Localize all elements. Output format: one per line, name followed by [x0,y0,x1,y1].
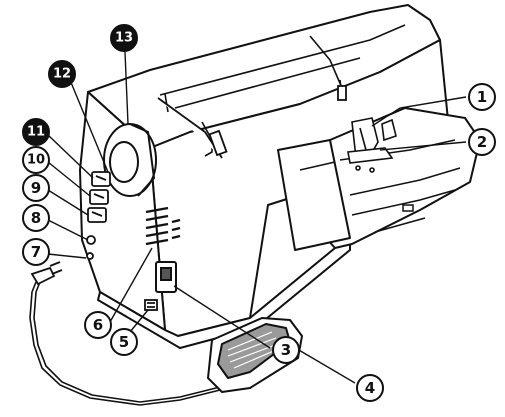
power-socket [144,299,158,311]
svg-text:10: 10 [27,153,45,168]
callout-5: 5 [110,328,138,356]
leader-4 [291,345,356,384]
leader-12 [69,79,109,173]
svg-text:2: 2 [477,133,487,151]
callout-6: 6 [84,311,112,339]
leader-10 [47,161,91,197]
callout-4: 4 [356,374,384,402]
handwheel [103,123,157,197]
svg-text:6: 6 [93,316,103,334]
pedal-ridges [227,331,279,369]
side-controls [86,171,111,260]
svg-text:11: 11 [27,125,45,140]
foot-controller-cord [29,281,221,406]
foot-controller-plug [30,261,63,286]
leader-6 [109,247,153,323]
leader-9 [47,189,89,216]
svg-text:1: 1 [477,88,487,106]
callout-7: 7 [22,238,50,266]
leader-11 [47,134,94,179]
callout-12: 12 [48,60,76,88]
foot-controller-pedal [217,323,291,379]
leader-13 [124,51,129,125]
presser-foot-assembly [347,117,397,173]
callout-11: 11 [22,118,50,146]
callout-3: 3 [272,336,300,364]
accessory-drawer [277,139,351,251]
svg-text:7: 7 [31,243,41,261]
leader-1 [371,96,467,127]
power-switch [155,261,177,293]
leader-8 [47,219,89,241]
leader-5 [129,309,149,333]
foot-controller [207,317,303,393]
svg-text:13: 13 [115,31,133,46]
svg-text:5: 5 [119,333,129,351]
leader-3 [173,285,271,349]
svg-text:3: 3 [281,341,291,359]
sewing-area [277,107,481,251]
callout-1: 1 [468,83,496,111]
top-handle [157,85,347,159]
callout-2: 2 [468,128,496,156]
leader-7 [47,253,87,259]
leader-lines [47,51,467,384]
svg-text:12: 12 [53,67,71,82]
callout-8: 8 [22,204,50,232]
leader-2 [379,141,467,151]
callout-10: 10 [22,146,50,174]
svg-text:9: 9 [31,179,41,197]
svg-text:4: 4 [365,379,375,397]
ventilation-grille [145,206,181,246]
callout-9: 9 [22,174,50,202]
svg-text:8: 8 [31,209,41,227]
callout-13: 13 [110,24,138,52]
